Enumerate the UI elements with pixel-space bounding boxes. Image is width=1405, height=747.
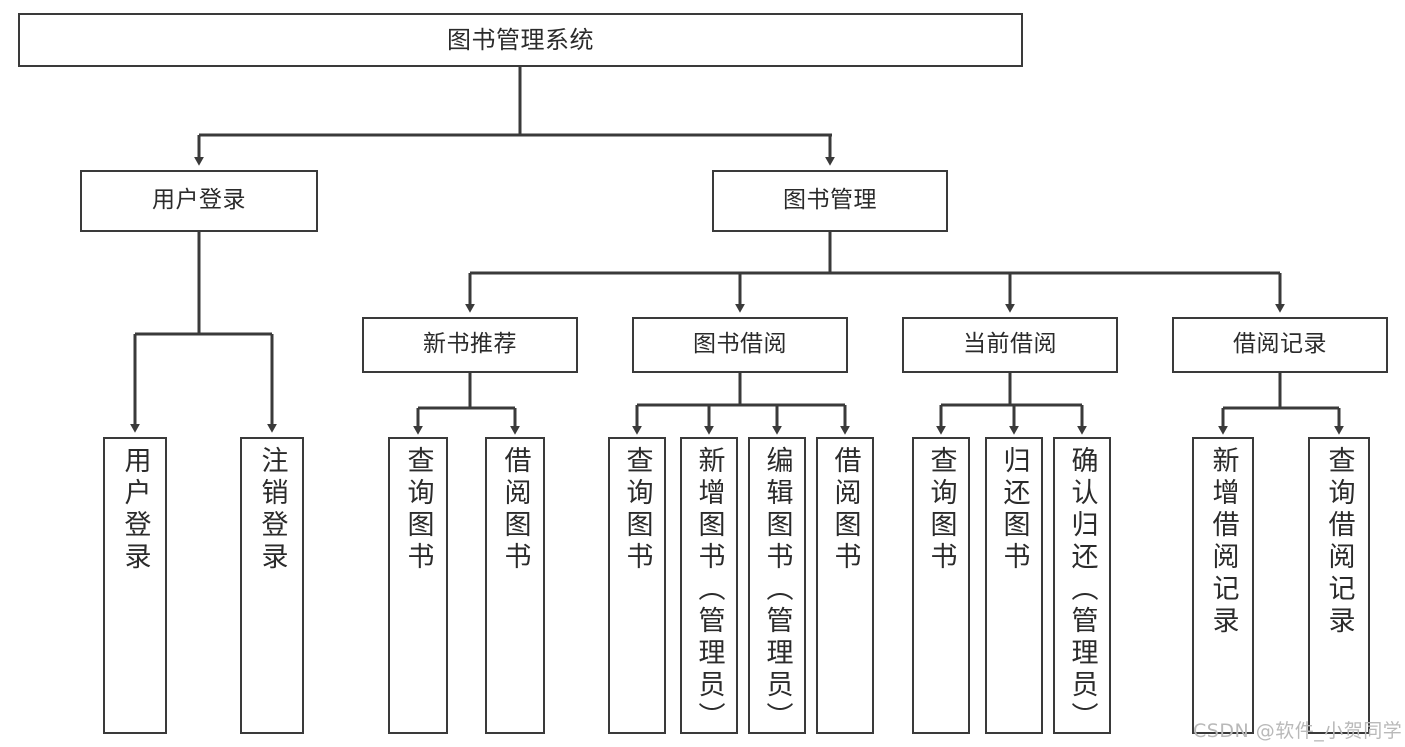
node-user-login-label: 用户登录 bbox=[152, 187, 246, 214]
node-leaf-user-logout-label: 注销登录 bbox=[256, 446, 288, 574]
node-user-login[interactable]: 用户登录 bbox=[80, 170, 318, 232]
node-leaf-add-book-admin-label: 新增图书（管理员） bbox=[693, 446, 725, 734]
node-leaf-borrow-book-1-label: 借阅图书 bbox=[499, 446, 531, 574]
node-leaf-borrow-book-2[interactable]: 借阅图书 bbox=[816, 437, 874, 734]
node-leaf-query-book-1-label: 查询图书 bbox=[402, 446, 434, 574]
node-leaf-return-book[interactable]: 归还图书 bbox=[985, 437, 1043, 734]
node-leaf-add-book-admin[interactable]: 新增图书（管理员） bbox=[680, 437, 738, 734]
node-book-borrow[interactable]: 图书借阅 bbox=[632, 317, 848, 373]
node-leaf-borrow-book-1[interactable]: 借阅图书 bbox=[485, 437, 545, 734]
node-leaf-query-book-1[interactable]: 查询图书 bbox=[388, 437, 448, 734]
node-leaf-edit-book-admin[interactable]: 编辑图书（管理员） bbox=[748, 437, 806, 734]
node-leaf-query-book-3[interactable]: 查询图书 bbox=[912, 437, 970, 734]
node-leaf-query-borrow-record[interactable]: 查询借阅记录 bbox=[1308, 437, 1370, 734]
node-leaf-user-logout[interactable]: 注销登录 bbox=[240, 437, 304, 734]
node-leaf-add-borrow-record[interactable]: 新增借阅记录 bbox=[1192, 437, 1254, 734]
node-leaf-return-book-label: 归还图书 bbox=[998, 446, 1030, 574]
node-leaf-borrow-book-2-label: 借阅图书 bbox=[829, 446, 861, 574]
node-leaf-user-login[interactable]: 用户登录 bbox=[103, 437, 167, 734]
node-leaf-query-book-2-label: 查询图书 bbox=[621, 446, 653, 574]
node-current-borrow-label: 当前借阅 bbox=[963, 331, 1057, 358]
node-leaf-query-borrow-record-label: 查询借阅记录 bbox=[1323, 446, 1355, 638]
node-new-book-recommend[interactable]: 新书推荐 bbox=[362, 317, 578, 373]
node-book-manage-label: 图书管理 bbox=[783, 187, 877, 214]
node-root-label: 图书管理系统 bbox=[447, 25, 594, 54]
node-root[interactable]: 图书管理系统 bbox=[18, 13, 1023, 67]
node-leaf-query-book-3-label: 查询图书 bbox=[925, 446, 957, 574]
node-leaf-edit-book-admin-label: 编辑图书（管理员） bbox=[761, 446, 793, 734]
node-leaf-confirm-return-admin-label: 确认归还（管理员） bbox=[1066, 446, 1098, 734]
node-borrow-record[interactable]: 借阅记录 bbox=[1172, 317, 1388, 373]
node-borrow-record-label: 借阅记录 bbox=[1233, 331, 1327, 358]
node-leaf-add-borrow-record-label: 新增借阅记录 bbox=[1207, 446, 1239, 638]
node-leaf-query-book-2[interactable]: 查询图书 bbox=[608, 437, 666, 734]
csdn-watermark: CSDN @软件_小贺同学 bbox=[1193, 720, 1403, 742]
node-leaf-user-login-label: 用户登录 bbox=[119, 446, 151, 574]
node-current-borrow[interactable]: 当前借阅 bbox=[902, 317, 1118, 373]
node-book-manage[interactable]: 图书管理 bbox=[712, 170, 948, 232]
node-leaf-confirm-return-admin[interactable]: 确认归还（管理员） bbox=[1053, 437, 1111, 734]
node-new-book-recommend-label: 新书推荐 bbox=[423, 331, 517, 358]
node-book-borrow-label: 图书借阅 bbox=[693, 331, 787, 358]
